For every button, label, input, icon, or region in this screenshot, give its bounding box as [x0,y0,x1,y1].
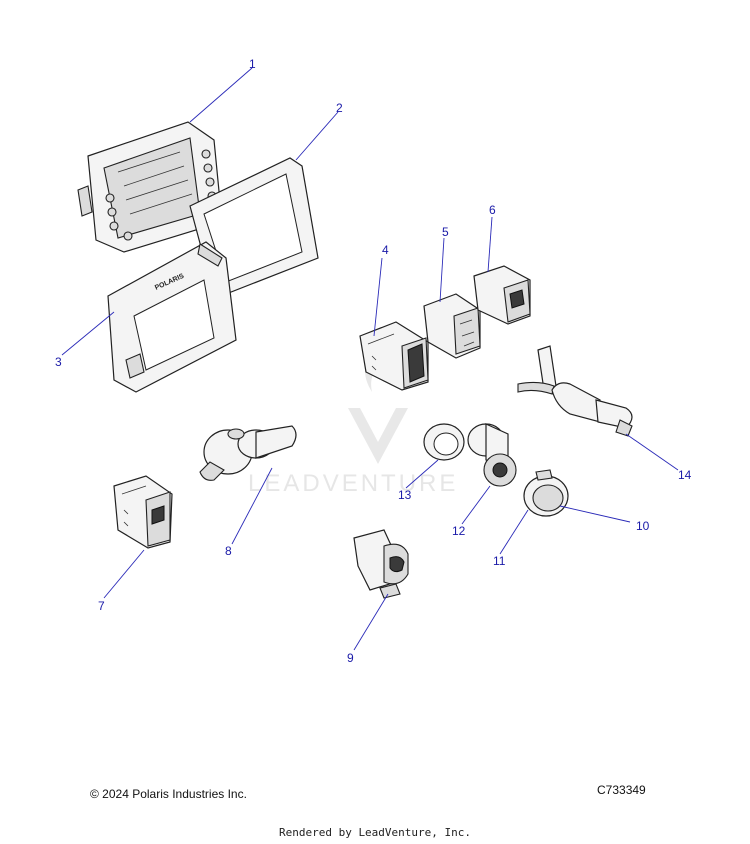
leader-11 [499,509,529,555]
callout-13: 13 [398,488,412,502]
leader-1 [189,67,253,123]
part-9-12v-socket [353,529,409,599]
rendered-by-text: Rendered by LeadVenture, Inc. [278,826,472,839]
callout-7: 7 [98,599,105,613]
callout-6: 6 [489,203,496,217]
leader-lines [61,67,679,651]
leader-8 [231,467,273,545]
callouts: 1 2 3 4 5 6 7 8 9 10 11 12 13 14 [55,57,692,665]
callout-4: 4 [382,243,389,257]
leader-13 [405,459,439,489]
leader-3 [61,311,115,356]
watermark-text: LEADVENTURE [248,470,458,497]
callout-3: 3 [55,355,62,369]
leader-12 [461,485,491,525]
callout-5: 5 [442,225,449,239]
leader-7 [103,549,145,599]
callout-2: 2 [336,101,343,115]
part-3-bezel: POLARIS [107,241,237,393]
part-7-rocker-switch [113,475,173,549]
callout-1: 1 [249,57,256,71]
leader-2 [295,111,339,161]
part-10-cap [523,469,569,517]
copyright-text: © 2024 Polaris Industries Inc. [90,787,247,801]
part-13-nut [423,423,465,461]
part-12-socket [467,423,517,487]
leader-14 [625,433,679,471]
callout-12: 12 [452,524,466,538]
part-6-rocker-switch [473,265,531,325]
leader-10 [559,505,631,523]
callout-11: 11 [493,554,506,568]
leader-6 [487,216,493,273]
part-4-rocker-switch [359,321,429,391]
part-8-key-switch [199,425,297,481]
callout-10: 10 [636,519,650,533]
diagram-code: C733349 [597,783,646,797]
leader-5 [439,237,445,303]
leader-9 [353,593,389,651]
callout-8: 8 [225,544,232,558]
callout-9: 9 [347,651,354,665]
part-1-display-unit [77,121,223,253]
leader-4 [373,257,383,337]
part-5-rocker-switch [423,293,481,359]
callout-14: 14 [678,468,692,482]
part-14-usb-charger [517,345,633,437]
